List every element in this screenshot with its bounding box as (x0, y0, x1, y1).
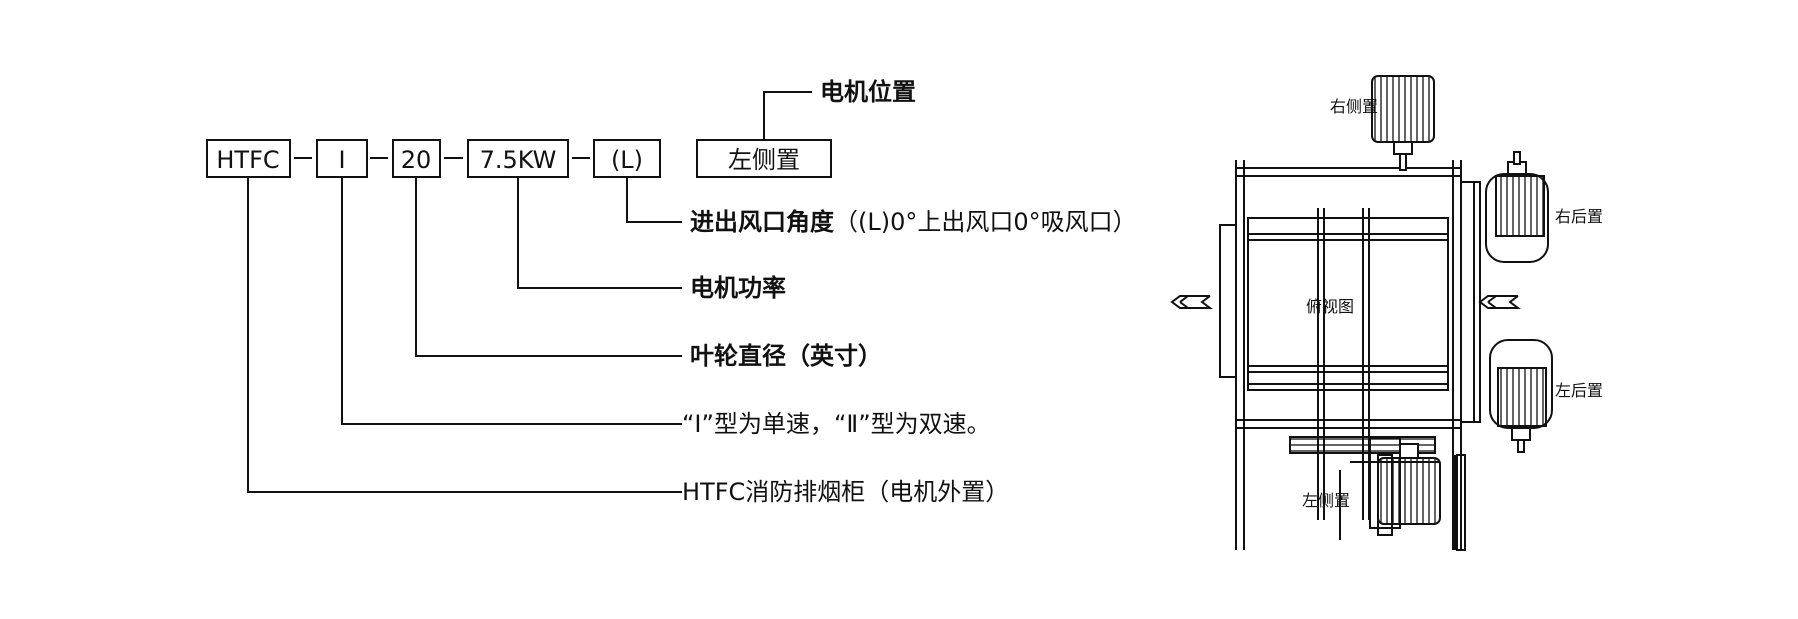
motor-left-rear (1489, 339, 1553, 453)
leader-motor-position (763, 91, 812, 140)
leader-motor-power (517, 177, 682, 289)
leader-lines (247, 91, 812, 493)
motor-left-side (1377, 443, 1441, 525)
label-outlet-angle-bold: 进出风口角度 (690, 208, 835, 236)
code-outlet-text: (L) (611, 146, 643, 174)
drawing-view-label: 俯视图 (1306, 297, 1354, 316)
leader-speed-type (341, 177, 682, 425)
inlet-arrow-icon (1478, 295, 1521, 309)
outlet-arrow-icon (1170, 295, 1213, 309)
label-outlet-angle-detail: （(L)0°上出风口0°吸风口） (834, 208, 1137, 236)
drawing-label-left-side: 左侧置 (1302, 491, 1350, 510)
top-view-drawing (1219, 160, 1481, 551)
drawing-label-left-rear: 左后置 (1555, 381, 1603, 400)
code-series-text: HTFC (216, 146, 279, 174)
drawing-label-right-rear: 右后置 (1555, 207, 1603, 226)
label-motor-power: 电机功率 (690, 274, 786, 302)
label-outlet-angle: 进出风口角度（(L)0°上出风口0°吸风口） (690, 208, 1137, 236)
drawing-label-right-side: 右侧置 (1330, 97, 1378, 116)
leader-outlet-angle (626, 177, 682, 223)
code-speed-type-text: I (338, 146, 345, 174)
leader-product-name (247, 177, 682, 493)
code-diameter-text: 20 (401, 146, 432, 174)
label-speed-type: “Ⅰ”型为单速，“Ⅱ”型为双速。 (682, 410, 991, 438)
motor-right-rear (1485, 151, 1549, 263)
code-power-text: 7.5KW (480, 146, 557, 174)
label-motor-position: 电机位置 (820, 78, 916, 106)
leader-impeller-diameter (415, 177, 682, 357)
motor-right-side (1371, 75, 1435, 171)
label-impeller-diameter: 叶轮直径（英寸） (690, 342, 882, 370)
label-product-name: HTFC消防排烟柜（电机外置） (682, 478, 1009, 506)
code-motor-position-text: 左侧置 (728, 146, 800, 174)
